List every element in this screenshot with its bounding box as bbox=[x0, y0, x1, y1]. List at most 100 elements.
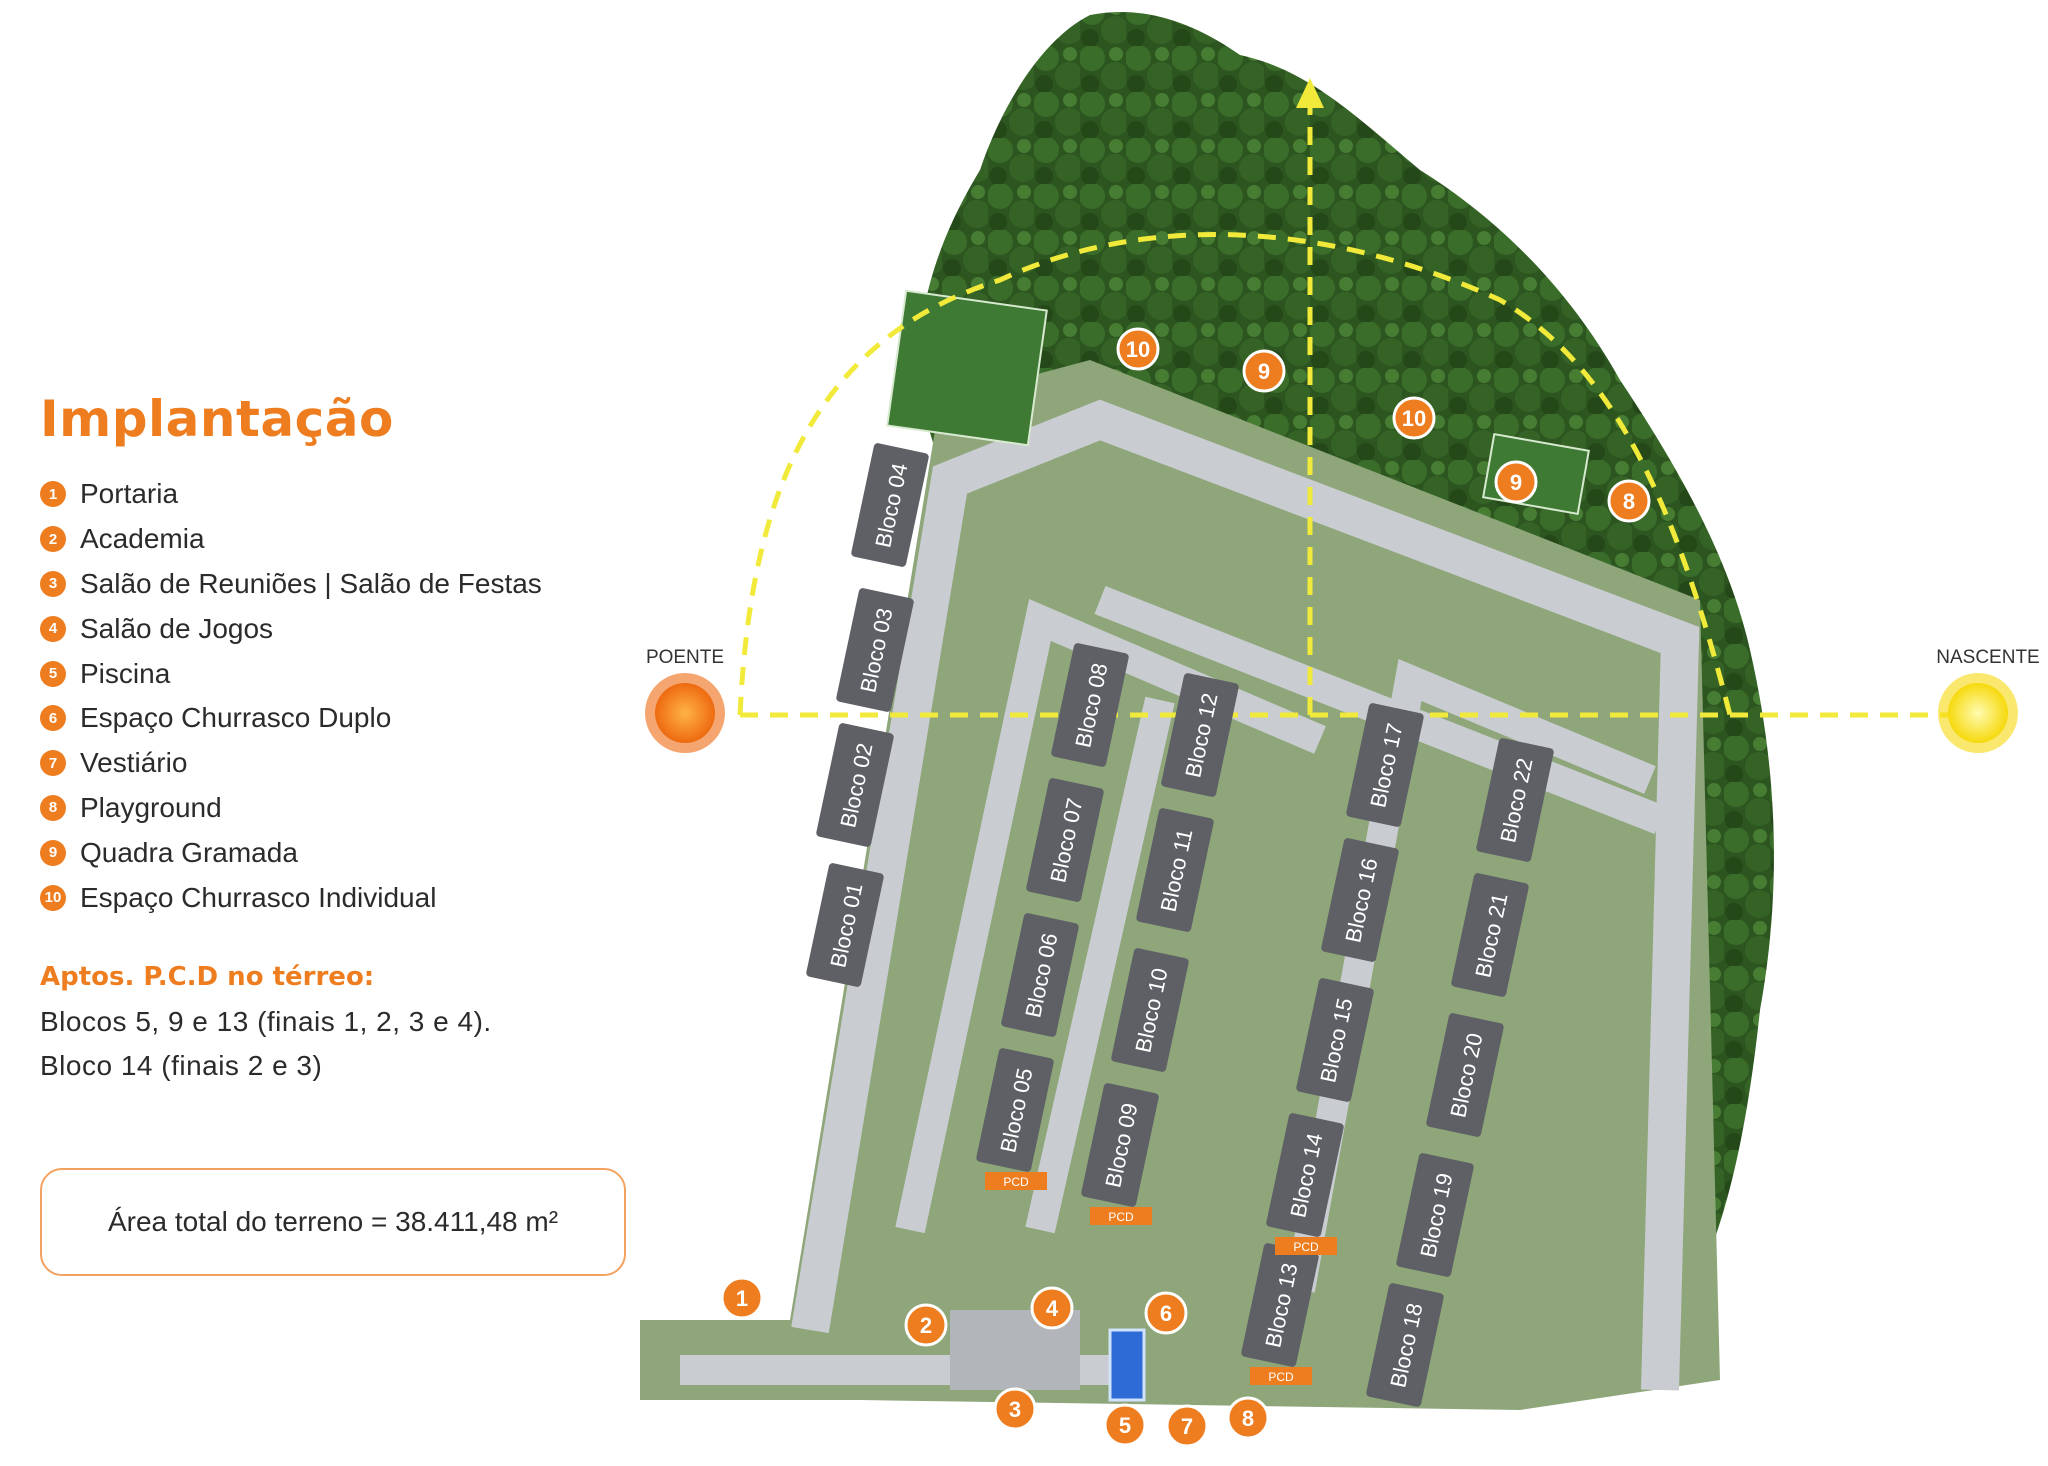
legend-title: Implantação bbox=[40, 390, 394, 448]
legend-item: 8 Playground bbox=[40, 786, 660, 831]
block-8: Bloco 08 bbox=[1051, 643, 1129, 767]
block-roof bbox=[851, 443, 929, 567]
block-17: Bloco 17 bbox=[1346, 703, 1424, 827]
legend-label: Quadra Gramada bbox=[80, 836, 298, 868]
football-pitch bbox=[886, 289, 1048, 447]
block-roof bbox=[1426, 1013, 1504, 1137]
legend-label: Vestiário bbox=[80, 747, 188, 779]
block-roof bbox=[1476, 738, 1554, 862]
block-roof bbox=[1136, 808, 1214, 932]
svg-text:10: 10 bbox=[1402, 406, 1426, 431]
east-label: NASCENTE bbox=[1936, 647, 2039, 668]
svg-text:PCD: PCD bbox=[1268, 1370, 1294, 1384]
block-6: Bloco 06 bbox=[1001, 913, 1079, 1037]
svg-text:PCD: PCD bbox=[1003, 1175, 1029, 1189]
block-roof bbox=[1296, 978, 1374, 1102]
svg-text:8: 8 bbox=[1623, 489, 1635, 514]
block-roof bbox=[816, 723, 894, 847]
block-3: Bloco 03 bbox=[836, 588, 914, 712]
block-7: Bloco 07 bbox=[1026, 778, 1104, 902]
block-roof bbox=[1266, 1113, 1344, 1237]
pcd-tag: PCD bbox=[1090, 1207, 1152, 1225]
west-label: POENTE bbox=[646, 647, 724, 668]
legend-item: 4 Salão de Jogos bbox=[40, 606, 660, 651]
pcd-line-2: Bloco 14 (finais 2 e 3) bbox=[40, 1050, 323, 1081]
amenity-marker: 1 bbox=[720, 1276, 764, 1320]
block-roof bbox=[1111, 948, 1189, 1072]
pcd-tag: PCD bbox=[1250, 1367, 1312, 1385]
block-1: Bloco 01 bbox=[806, 863, 884, 987]
svg-text:8: 8 bbox=[1242, 1406, 1254, 1431]
block-14: Bloco 14 bbox=[1266, 1113, 1344, 1237]
legend-number-badge: 9 bbox=[40, 839, 66, 866]
sun-path-arc bbox=[737, 232, 1733, 716]
amenity-marker: 10 bbox=[1116, 327, 1160, 371]
svg-text:PCD: PCD bbox=[1108, 1210, 1134, 1224]
pool bbox=[1108, 1328, 1146, 1402]
legend-label: Salão de Jogos bbox=[80, 612, 274, 644]
amenity-marker: 8 bbox=[1607, 479, 1651, 523]
amenity-marker: 8 bbox=[1226, 1396, 1270, 1440]
svg-text:4: 4 bbox=[1046, 1296, 1059, 1321]
amenity-marker: 3 bbox=[993, 1387, 1037, 1431]
legend-number-badge: 10 bbox=[40, 884, 66, 911]
amenity-marker: 7 bbox=[1165, 1404, 1209, 1448]
amenity-marker: 4 bbox=[1030, 1286, 1074, 1330]
amenity-marker: 5 bbox=[1103, 1403, 1147, 1447]
legend-number-badge: 4 bbox=[40, 615, 66, 642]
amenity-marker: 2 bbox=[904, 1303, 948, 1347]
block-roof bbox=[1051, 643, 1129, 767]
block-15: Bloco 15 bbox=[1296, 978, 1374, 1102]
block-roof bbox=[1451, 873, 1529, 997]
svg-text:5: 5 bbox=[1119, 1413, 1131, 1438]
svg-text:2: 2 bbox=[920, 1313, 932, 1338]
block-roof bbox=[1001, 913, 1079, 1037]
svg-text:PCD: PCD bbox=[1293, 1240, 1319, 1254]
block-5: Bloco 05 bbox=[976, 1048, 1054, 1172]
block-roof bbox=[1321, 838, 1399, 962]
area-box: Área total do terreno = 38.411,48 m² bbox=[40, 1168, 626, 1276]
legend-number-badge: 2 bbox=[40, 526, 66, 553]
amenity-marker: 6 bbox=[1144, 1291, 1188, 1335]
legend-number-badge: 7 bbox=[40, 750, 66, 777]
block-20: Bloco 20 bbox=[1426, 1013, 1504, 1137]
block-roof bbox=[1161, 673, 1239, 797]
block-roof bbox=[806, 863, 884, 987]
block-9: Bloco 09 bbox=[1081, 1083, 1159, 1207]
legend-label: Piscina bbox=[80, 657, 171, 689]
legend-number-badge: 8 bbox=[40, 794, 66, 821]
block-roof bbox=[1346, 703, 1424, 827]
pcd-title: Aptos. P.C.D no térreo: bbox=[40, 962, 375, 992]
legend-label: Salão de Reuniões | Salão de Festas bbox=[80, 567, 542, 599]
legend-label: Espaço Churrasco Duplo bbox=[80, 702, 392, 734]
svg-text:1: 1 bbox=[736, 1286, 748, 1311]
pcd-line-1: Blocos 5, 9 e 13 (finais 1, 2, 3 e 4). bbox=[40, 1006, 492, 1037]
legend-item: 9 Quadra Gramada bbox=[40, 830, 660, 875]
north-label: N bbox=[1291, 22, 1329, 80]
amenity-marker: 9 bbox=[1242, 349, 1286, 393]
block-12: Bloco 12 bbox=[1161, 673, 1239, 797]
area-text: Área total do terreno = 38.411,48 m² bbox=[107, 1206, 559, 1237]
block-19: Bloco 19 bbox=[1396, 1153, 1474, 1277]
block-roof bbox=[1366, 1283, 1444, 1407]
svg-text:3: 3 bbox=[1009, 1397, 1021, 1422]
svg-text:9: 9 bbox=[1258, 359, 1270, 384]
legend-label: Playground bbox=[80, 791, 222, 823]
sunset-sun-icon bbox=[645, 673, 725, 753]
legend-item: 7 Vestiário bbox=[40, 741, 660, 786]
amenity-marker: 10 bbox=[1392, 396, 1436, 440]
site-map: N POENTE NASCENTE Bloco 01 Bloco 02 Bloco … bbox=[640, 11, 2040, 1448]
block-roof bbox=[1081, 1083, 1159, 1207]
block-2: Bloco 02 bbox=[816, 723, 894, 847]
block-22: Bloco 22 bbox=[1476, 738, 1554, 862]
block-16: Bloco 16 bbox=[1321, 838, 1399, 962]
pcd-tag: PCD bbox=[985, 1172, 1047, 1190]
svg-text:6: 6 bbox=[1160, 1301, 1172, 1326]
